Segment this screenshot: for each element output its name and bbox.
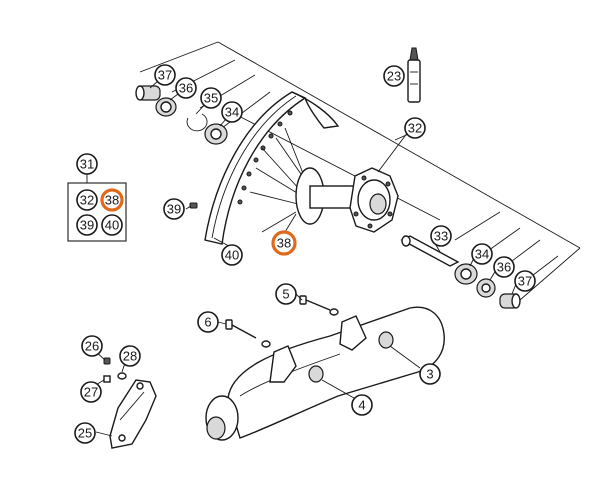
wheel-rim-40	[204, 91, 340, 245]
callout-27[interactable]: 27	[80, 381, 102, 403]
callout-34-top[interactable]: 34	[221, 101, 243, 123]
rubber-damper-3	[378, 331, 394, 349]
callout-34-right[interactable]: 34	[471, 243, 493, 265]
screw-6	[225, 319, 271, 348]
callout-31[interactable]: 31	[76, 153, 98, 175]
assembly-guide-lines	[139, 41, 581, 301]
callout-23[interactable]: 23	[383, 65, 405, 87]
svg-text:36: 36	[497, 260, 511, 275]
callout-5[interactable]: 5	[275, 283, 297, 305]
svg-text:39: 39	[167, 202, 181, 217]
svg-text:39: 39	[80, 218, 94, 233]
svg-text:35: 35	[204, 91, 218, 106]
seal-ring-36-right	[476, 278, 496, 298]
svg-text:34: 34	[225, 105, 239, 120]
callout-4[interactable]: 4	[351, 394, 373, 416]
seal-ring-36-left	[155, 97, 177, 117]
spoke-nipple-39	[189, 202, 198, 209]
kit-callout-38[interactable]: 38	[100, 188, 124, 212]
spacer-tube-33	[400, 235, 460, 267]
svg-text:23: 23	[387, 69, 401, 84]
callout-28[interactable]: 28	[119, 345, 141, 367]
callout-37-right[interactable]: 37	[514, 270, 536, 292]
kit-callout-32[interactable]: 32	[76, 189, 98, 211]
circlip-35	[186, 113, 208, 132]
screw-26	[103, 357, 111, 365]
silencer-mount-brackets	[269, 315, 367, 383]
svg-text:40: 40	[105, 218, 119, 233]
nut-27	[103, 375, 111, 383]
screw-5	[299, 295, 339, 316]
svg-text:26: 26	[85, 339, 99, 354]
bracket-25	[109, 379, 157, 449]
callout-36-top[interactable]: 36	[175, 77, 197, 99]
bushing-37-right	[499, 293, 521, 309]
svg-text:38: 38	[105, 193, 119, 208]
svg-text:27: 27	[84, 385, 98, 400]
callouts: 37 36 35 34 23 32 31 32 38 39 40	[74, 64, 536, 444]
callout-6[interactable]: 6	[197, 311, 219, 333]
callout-25[interactable]: 25	[74, 422, 96, 444]
kit-callout-40[interactable]: 40	[101, 214, 123, 236]
callout-32-hub[interactable]: 32	[404, 117, 426, 139]
svg-text:33: 33	[434, 229, 448, 244]
svg-text:34: 34	[475, 247, 489, 262]
svg-text:38: 38	[277, 236, 291, 251]
svg-text:37: 37	[518, 274, 532, 289]
svg-text:28: 28	[123, 349, 137, 364]
rubber-damper-4	[308, 365, 324, 383]
svg-text:6: 6	[204, 315, 211, 330]
callout-26[interactable]: 26	[81, 335, 103, 357]
callout-38-spoke[interactable]: 38	[271, 230, 297, 256]
washer-28	[117, 372, 127, 380]
callout-37-top[interactable]: 37	[154, 64, 176, 86]
callout-33[interactable]: 33	[430, 225, 452, 247]
svg-text:3: 3	[426, 367, 433, 382]
svg-text:5: 5	[282, 287, 289, 302]
bearing-34-right	[454, 263, 478, 285]
svg-text:32: 32	[408, 121, 422, 136]
callout-36-right[interactable]: 36	[493, 256, 515, 278]
callout-39-nipple[interactable]: 39	[163, 198, 185, 220]
bearing-34-left	[204, 123, 228, 145]
svg-text:37: 37	[158, 68, 172, 83]
svg-text:36: 36	[179, 81, 193, 96]
kit-callout-39[interactable]: 39	[76, 214, 98, 236]
rim-spoke-holes	[237, 110, 293, 205]
wheel-hub-32	[249, 127, 399, 233]
svg-text:4: 4	[358, 398, 365, 413]
bushing-37-left	[135, 85, 161, 101]
callout-3[interactable]: 3	[419, 363, 441, 385]
callout-35[interactable]: 35	[200, 87, 222, 109]
callout-40-rim[interactable]: 40	[221, 244, 243, 266]
svg-text:32: 32	[80, 193, 94, 208]
svg-text:31: 31	[80, 157, 94, 172]
svg-text:40: 40	[225, 248, 239, 263]
svg-text:25: 25	[78, 426, 92, 441]
exhaust-silencer	[205, 306, 445, 441]
grease-tube-23	[407, 47, 421, 103]
